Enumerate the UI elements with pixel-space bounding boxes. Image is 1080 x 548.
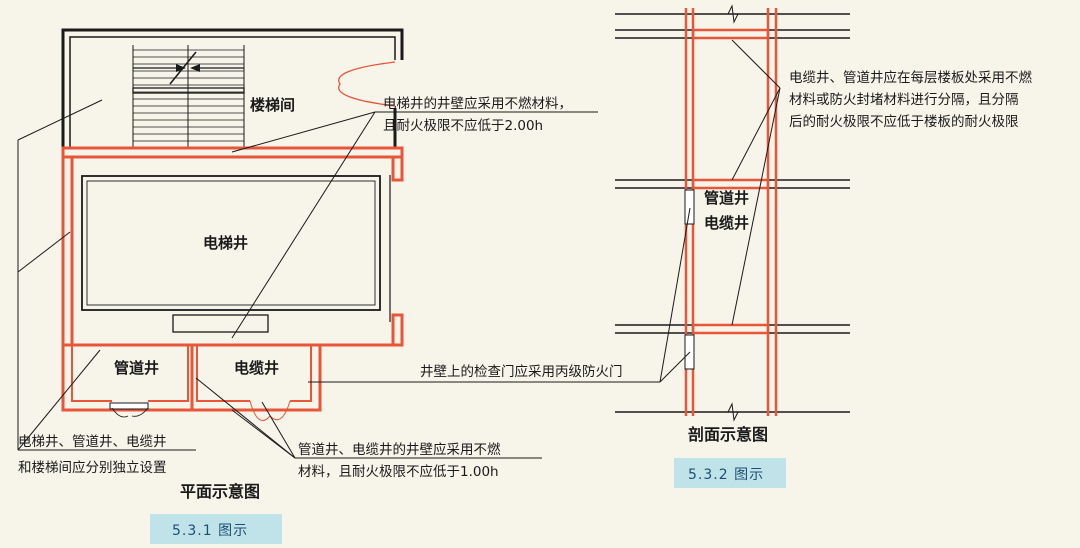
elevator-right-wall-bottom — [391, 313, 404, 347]
section-note-line1: 电缆井、管道井应在每层楼板处采用不燃 — [789, 69, 1032, 86]
stairwell-outer-wall — [61, 28, 404, 150]
section-caption: 剖面示意图 — [688, 425, 768, 444]
stairwell-label: 楼梯间 — [250, 96, 295, 114]
plan-figure-tag-bg — [150, 514, 282, 544]
separate-note-line1: 电梯井、管道井、电缆井 — [18, 434, 167, 450]
cable-door-swing — [249, 400, 291, 421]
section-figure-tag: 5.3.2 图示 — [688, 467, 764, 483]
plan-figure-tag: 5.3.1 图示 — [172, 523, 248, 539]
section-figure-tag-bg — [674, 458, 786, 488]
elevator-door — [172, 314, 269, 333]
section-leader-lines — [659, 39, 781, 383]
separate-note-line2: 和楼梯间应分别独立设置 — [18, 459, 167, 476]
elevator-wall-note-line1: 电梯井的井壁应采用不燃材料， — [383, 95, 572, 112]
elevator-car-outer — [81, 175, 381, 311]
bottom-break-mark — [727, 402, 739, 422]
stair-break-line — [169, 51, 197, 85]
stair-landing-bar — [132, 87, 245, 94]
pipe-shaft-inner-wall — [71, 345, 189, 402]
elevator-shaft-label: 电梯井 — [203, 234, 248, 252]
top-break-mark — [727, 4, 739, 24]
stair-door-arc — [338, 61, 396, 107]
section-note-line3: 后的耐火极限不应低于楼板的耐火极限 — [789, 113, 1019, 130]
elevator-car-inner — [86, 180, 376, 306]
pipe-shaft-label: 管道井 — [114, 359, 159, 377]
cable-shaft-inner-wall — [196, 345, 312, 402]
inspection-door-note: 井壁上的检查门应采用丙级防火门 — [420, 363, 623, 380]
section-shaft-walls — [684, 8, 778, 416]
cable-shaft-label: 电缆井 — [234, 359, 279, 377]
section-cable-label: 电缆井 — [704, 214, 749, 232]
stair-step-lines — [133, 49, 244, 142]
elevator-top-wall — [61, 146, 404, 159]
plan-caption: 平面示意图 — [180, 482, 260, 501]
pipe-door-swing — [111, 407, 149, 418]
elevator-wall-note-line2: 且耐火极限不应低于2.00h — [383, 117, 543, 134]
elevator-right-wall-top — [391, 157, 404, 182]
stair-arrowhead-left — [176, 64, 186, 72]
plan-leader-lines — [17, 99, 660, 459]
plan-view: 楼梯间 电梯井 管道井 电缆井 — [17, 28, 660, 544]
elevator-left-wall — [61, 157, 74, 347]
shaft-wall-note-line1: 管道井、电缆井的井壁应采用不燃 — [298, 441, 501, 458]
pipe-shaft-door — [109, 402, 149, 410]
stairwell-inner-wall — [69, 36, 396, 148]
section-pipe-label: 管道井 — [704, 189, 749, 207]
section-view: 管道井 电缆井 电缆井、管道井应在每层楼板处采用不燃 材料或防火封堵材料进行分隔… — [420, 4, 1032, 488]
slab-fire-separations — [691, 28, 770, 335]
shaft-wall-note-line2: 材料，且耐火极限不应低于1.00h — [298, 463, 499, 480]
stair-arrowhead-right — [190, 64, 200, 72]
section-note-line2: 材料或防火封堵材料进行分隔，且分隔 — [789, 92, 1019, 108]
